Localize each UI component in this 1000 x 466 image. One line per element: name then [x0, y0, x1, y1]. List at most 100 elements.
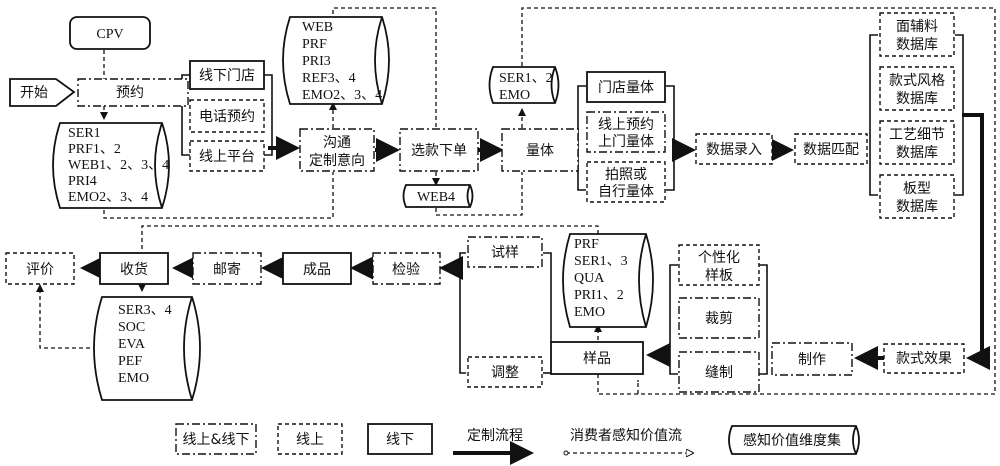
- measure-option-label: 拍照或: [605, 167, 647, 183]
- reserve-option-label: 线上平台: [199, 149, 255, 165]
- style-effect-node: 款式效果: [883, 343, 965, 374]
- cpv-node: CPV: [69, 16, 151, 50]
- value-flow-line: [103, 172, 334, 219]
- dimension-code: EMO: [118, 371, 149, 386]
- measure-node: 量体: [501, 128, 579, 172]
- data-entry-label: 数据录入: [706, 142, 762, 158]
- trial-label: 试样: [491, 245, 519, 261]
- dimension-code: WEB4: [417, 190, 455, 205]
- measure-label: 量体: [526, 143, 554, 159]
- legend-dimension-set: 感知价值维度集: [728, 425, 860, 455]
- data-entry-node: 数据录入: [695, 133, 773, 165]
- reserve-option-label: 线下门店: [199, 68, 255, 84]
- legend-offline: 线下: [367, 423, 433, 455]
- value-flow-line: [141, 225, 599, 252]
- measure-option-label: 上门量体: [598, 134, 654, 150]
- database-label: 数据库: [896, 145, 938, 161]
- dimension-code: EVA: [118, 337, 146, 352]
- evaluate-node: 评价: [5, 252, 75, 285]
- communicate-label: 沟通: [323, 135, 351, 151]
- dimension-code: PRF: [302, 37, 327, 52]
- database-label: 数据库: [896, 91, 938, 107]
- production-step-label: 样板: [705, 268, 733, 284]
- database-pattern: 板型 数据库: [879, 174, 955, 219]
- database-label: 工艺细节: [889, 127, 945, 143]
- brackets: [181, 34, 964, 375]
- value-flow-line: [435, 172, 523, 216]
- dimension-code: EMO2、3、4: [302, 88, 382, 103]
- sample-node: 样品: [550, 341, 644, 375]
- bracket: [955, 34, 964, 196]
- sample-dimension-cylinder: PRF SER1、3 QUA PRI1、2 EMO: [562, 233, 654, 328]
- reserve-option-store: 线下门店: [189, 60, 265, 90]
- database-label: 数据库: [896, 199, 938, 215]
- communicate-dimension-cylinder: WEB PRF PRI3 REF3、4 EMO2、3、4: [282, 16, 390, 105]
- dimension-code: PEF: [118, 354, 142, 369]
- dimension-code: SOC: [118, 320, 145, 335]
- legend-custom-flow: 定制流程: [453, 428, 534, 465]
- dimension-code: EMO: [574, 305, 605, 320]
- production-node: 制作: [771, 342, 853, 376]
- bracket: [543, 252, 552, 342]
- dimension-code: PRF1、2: [68, 142, 121, 157]
- data-match-node: 数据匹配: [794, 133, 868, 165]
- bracket: [264, 74, 273, 156]
- select-dimension-cylinder: WEB4: [402, 184, 474, 208]
- bracket: [759, 264, 768, 375]
- measure-dimension-cylinder: SER1、2 EMO: [488, 66, 560, 104]
- value-flow-lines: [36, 7, 996, 395]
- receive-dimension-cylinder: SER3、4 SOC EVA PEF EMO: [93, 296, 201, 401]
- database-label: 面辅料: [896, 19, 938, 35]
- dimension-code: QUA: [574, 271, 605, 286]
- select-order-node: 选款下单: [399, 128, 479, 172]
- data-match-label: 数据匹配: [803, 142, 859, 158]
- production-step-label: 个性化: [698, 250, 740, 266]
- bracket: [669, 264, 678, 375]
- production-step-cutting: 裁剪: [678, 297, 760, 339]
- production-step-label: 缝制: [705, 365, 733, 381]
- dimension-code: WEB1、2、3、4: [68, 158, 169, 173]
- reserve-node: 预约: [77, 78, 189, 107]
- inspect-label: 检验: [392, 262, 420, 278]
- communicate-node: 沟通 定制意向: [299, 128, 375, 172]
- dimension-code: SER1、3: [574, 254, 628, 269]
- measure-option-home: 线上预约 上门量体: [586, 111, 666, 153]
- dimension-code: SER1、2: [499, 71, 553, 86]
- reserve-option-phone: 电话预约: [189, 99, 265, 133]
- legend: 线上&线下 线上 线下 定制流程 消费者感知价值流 感知价值维度集: [175, 423, 860, 465]
- dimension-code: SER1: [68, 126, 101, 141]
- value-flow-line: [332, 7, 437, 128]
- dimension-code: PRF: [574, 237, 599, 252]
- dimension-code: PRI4: [68, 174, 97, 189]
- production-step-label: 裁剪: [705, 311, 733, 327]
- legend-label: 线上&线下: [183, 432, 250, 448]
- value-flow-line: [36, 284, 90, 349]
- measure-option-label: 线上预约: [598, 117, 654, 133]
- database-craft: 工艺细节 数据库: [879, 120, 955, 165]
- legend-label: 线下: [386, 432, 414, 448]
- legend-label: 消费者感知价值流: [570, 427, 682, 444]
- mail-label: 邮寄: [213, 261, 241, 278]
- dimension-code: PRI3: [302, 54, 331, 69]
- legend-label: 感知价值维度集: [743, 432, 841, 449]
- inspect-node: 检验: [372, 252, 441, 285]
- reserve-dimension-cylinder: SER1 PRF1、2 WEB1、2、3、4 PRI4 EMO2、3、4: [52, 122, 170, 209]
- mail-node: 邮寄: [192, 252, 262, 285]
- database-label: 款式风格: [889, 73, 945, 89]
- production-step-pattern: 个性化 样板: [678, 244, 760, 286]
- communicate-label: 定制意向: [309, 152, 365, 169]
- legend-online: 线上: [277, 423, 343, 455]
- style-effect-label: 款式效果: [896, 351, 952, 367]
- adjust-node: 调整: [467, 356, 543, 388]
- start-label: 开始: [20, 85, 48, 101]
- bracket: [459, 252, 466, 374]
- receive-label: 收货: [120, 261, 148, 278]
- trial-node: 试样: [467, 236, 543, 268]
- legend-value-flow: 消费者感知价值流: [566, 427, 693, 453]
- reserve-option-label: 电话预约: [199, 109, 255, 125]
- database-label: 数据库: [896, 37, 938, 53]
- evaluate-label: 评价: [26, 262, 54, 278]
- legend-online-offline: 线上&线下: [175, 423, 257, 455]
- cpv-label: CPV: [96, 27, 123, 42]
- measure-option-self: 拍照或 自行量体: [586, 161, 666, 203]
